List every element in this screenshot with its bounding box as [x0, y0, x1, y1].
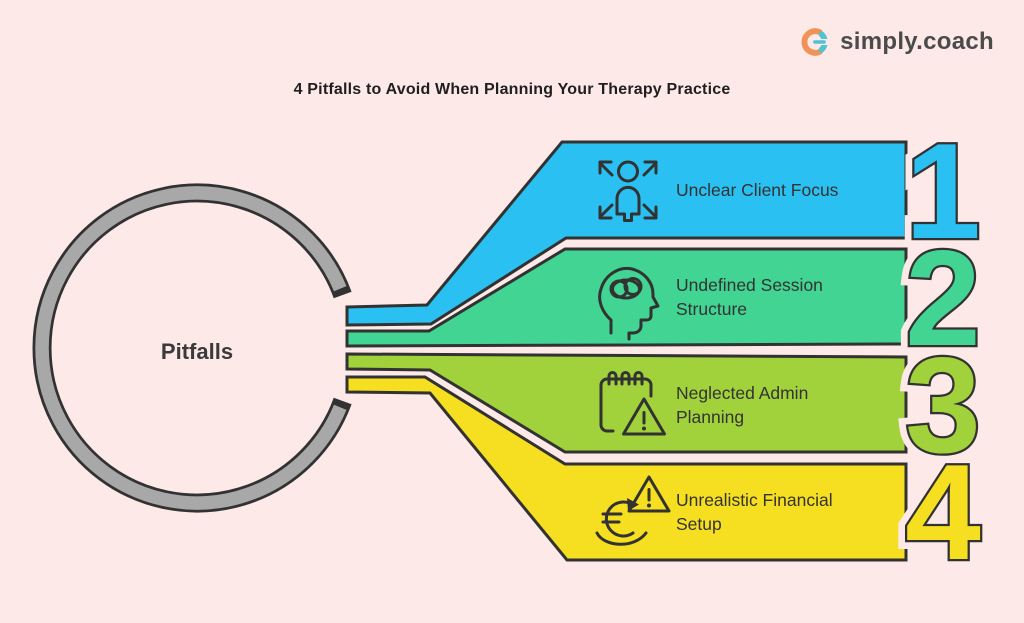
brand-logo-icon — [801, 28, 832, 56]
svg-text:4: 4 — [905, 436, 981, 588]
pitfall-band-4 — [345, 375, 908, 562]
svg-text:1: 1 — [905, 115, 981, 267]
svg-text:1: 1 — [905, 115, 981, 267]
notepad-warning-icon — [599, 371, 666, 436]
expand-person-icon — [598, 160, 658, 222]
svg-text:4: 4 — [905, 436, 981, 588]
brand-logo-text: simply.coach — [840, 28, 994, 55]
pitfall-band-3 — [345, 352, 908, 454]
band-label-1: Unclear Client Focus — [676, 180, 839, 200]
pitfall-band-1 — [345, 140, 908, 327]
svg-text:2: 2 — [905, 222, 981, 374]
page-title: 4 Pitfalls to Avoid When Planning Your T… — [293, 81, 731, 98]
band-number-2: 2 2 — [896, 213, 990, 383]
band-label-3: Neglected Admin Planning — [676, 382, 809, 427]
brand-logo: simply.coach — [799, 26, 994, 58]
head-brain-icon — [598, 266, 660, 341]
band-label-4: Unrealistic Financial Setup — [676, 490, 833, 534]
band-number-3: 3 3 — [896, 320, 990, 490]
band-label-2: Undefined Session Structure — [676, 274, 823, 319]
hub-circle — [32, 183, 352, 513]
svg-text:3: 3 — [905, 329, 981, 481]
finance-warning-icon — [595, 475, 671, 546]
band-number-4: 4 4 — [896, 427, 990, 597]
svg-text:2: 2 — [905, 222, 981, 374]
hub-label: Pitfalls — [160, 339, 234, 364]
svg-text:3: 3 — [905, 329, 981, 481]
band-number-1: 1 1 — [896, 106, 990, 276]
